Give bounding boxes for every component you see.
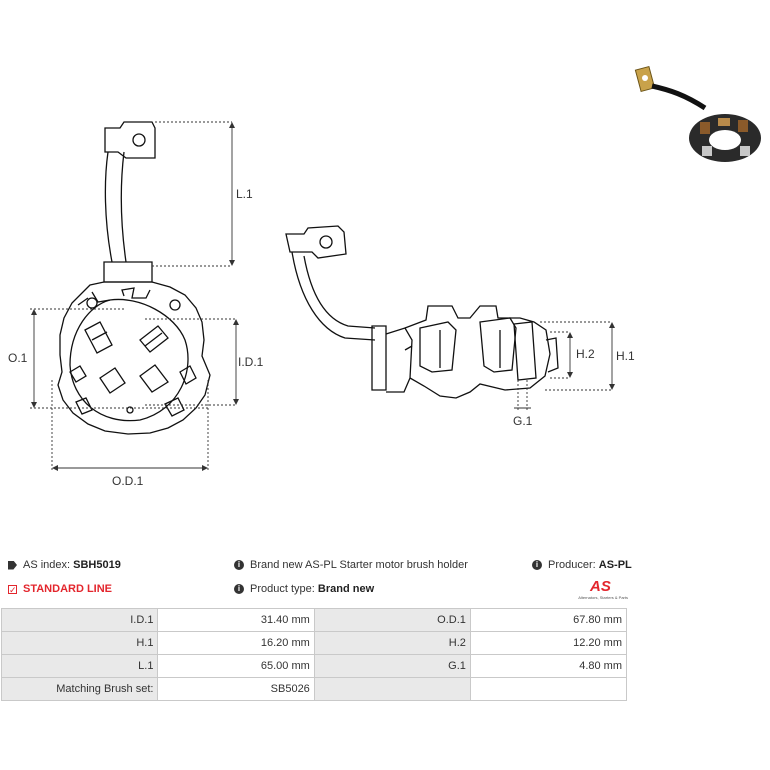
table-row: L.1 65.00 mm G.1 4.80 mm xyxy=(0,654,628,678)
info-icon: i xyxy=(532,560,542,570)
spec-value: 12.20 mm xyxy=(469,631,628,655)
as-logo: AS Alternators, Starters & Parts xyxy=(560,578,630,604)
standard-line-text: STANDARD LINE xyxy=(23,583,113,595)
spec-label: I.D.1 xyxy=(0,608,159,632)
producer: i Producer: AS-PL xyxy=(532,559,632,571)
standard-line: ✓ STANDARD LINE xyxy=(8,583,112,595)
spec-value xyxy=(469,677,628,701)
info-icon: i xyxy=(234,560,244,570)
spec-label: L.1 xyxy=(0,654,159,678)
dim-label-o1: O.1 xyxy=(8,351,28,365)
spec-value: 67.80 mm xyxy=(469,608,628,632)
check-icon: ✓ xyxy=(8,584,17,595)
tag-icon xyxy=(8,560,17,570)
side-view-part xyxy=(285,225,559,399)
description-text: Brand new AS-PL Starter motor brush hold… xyxy=(250,559,468,571)
product-type-value: Brand new xyxy=(317,583,375,595)
table-row: Matching Brush set: SB5026 xyxy=(0,677,628,701)
description: i Brand new AS-PL Starter motor brush ho… xyxy=(234,559,468,571)
spec-label: H.2 xyxy=(313,631,471,655)
dim-label-h2: H.2 xyxy=(576,347,595,361)
dim-label-id1: I.D.1 xyxy=(238,355,264,369)
as-index-value: SBH5019 xyxy=(73,559,121,571)
spec-value: 65.00 mm xyxy=(157,654,315,678)
spec-label xyxy=(313,677,471,701)
spec-label: Matching Brush set: xyxy=(0,677,159,701)
info-icon: i xyxy=(234,584,244,594)
producer-value: AS-PL xyxy=(598,559,632,571)
spec-label: H.1 xyxy=(0,631,159,655)
logo-text: AS xyxy=(590,578,611,595)
dim-label-od1: O.D.1 xyxy=(112,474,144,488)
product-type-label: Product type: xyxy=(250,583,315,595)
front-view-part xyxy=(57,121,211,435)
specs-table: I.D.1 31.40 mm O.D.1 67.80 mm H.1 16.20 … xyxy=(0,608,628,701)
spec-value: 16.20 mm xyxy=(157,631,315,655)
product-photo xyxy=(634,65,761,162)
dim-label-l1: L.1 xyxy=(236,187,253,201)
spec-label: G.1 xyxy=(313,654,471,678)
spec-label: O.D.1 xyxy=(313,608,471,632)
logo-subtitle: Alternators, Starters & Parts xyxy=(578,595,628,600)
dim-label-h1: H.1 xyxy=(616,349,635,363)
spec-value: 4.80 mm xyxy=(469,654,628,678)
spec-value: SB5026 xyxy=(157,677,315,701)
spec-value: 31.40 mm xyxy=(157,608,315,632)
product-type: i Product type: Brand new xyxy=(234,583,374,595)
table-row: H.1 16.20 mm H.2 12.20 mm xyxy=(0,631,628,655)
as-index: AS index: SBH5019 xyxy=(8,559,121,571)
producer-label: Producer: xyxy=(548,559,596,571)
technical-drawing: L.1 O.1 I.D.1 O.D.1 H.1 H.2 G.1 xyxy=(8,121,635,488)
as-index-label: AS index: xyxy=(23,559,71,571)
table-row: I.D.1 31.40 mm O.D.1 67.80 mm xyxy=(0,608,628,632)
dim-label-g1: G.1 xyxy=(513,414,533,428)
